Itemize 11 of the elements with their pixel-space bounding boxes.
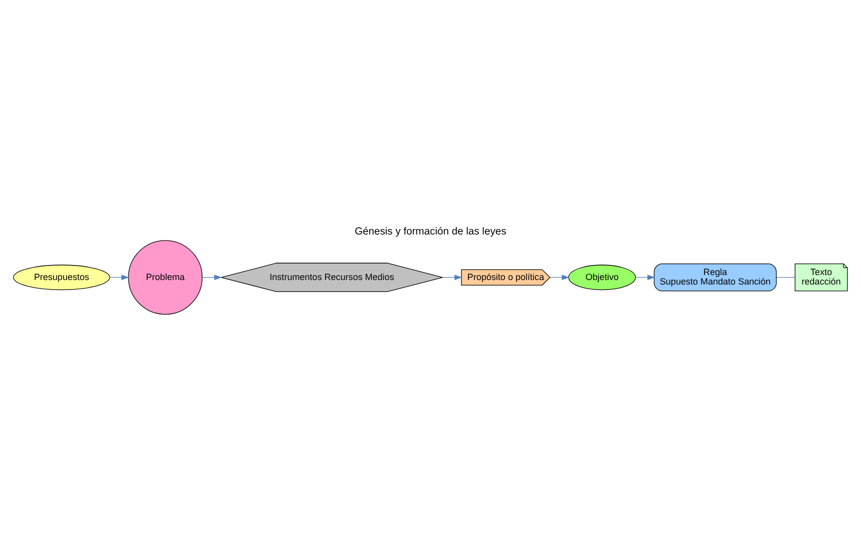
- node-ellipse: Presupuestos: [13, 264, 110, 290]
- diagram-title: Génesis y formación de las leyes: [354, 226, 506, 237]
- arrow: [110, 274, 130, 280]
- node-box: Regla Supuesto Mandato Sanción: [654, 263, 777, 291]
- node-ellipse: Objetivo: [568, 264, 636, 290]
- node-circle: Problema: [128, 240, 203, 314]
- arrow: [202, 274, 222, 280]
- arrow: [442, 274, 462, 280]
- arrow: [550, 274, 570, 280]
- connector: [776, 276, 796, 278]
- arrow: [635, 274, 656, 280]
